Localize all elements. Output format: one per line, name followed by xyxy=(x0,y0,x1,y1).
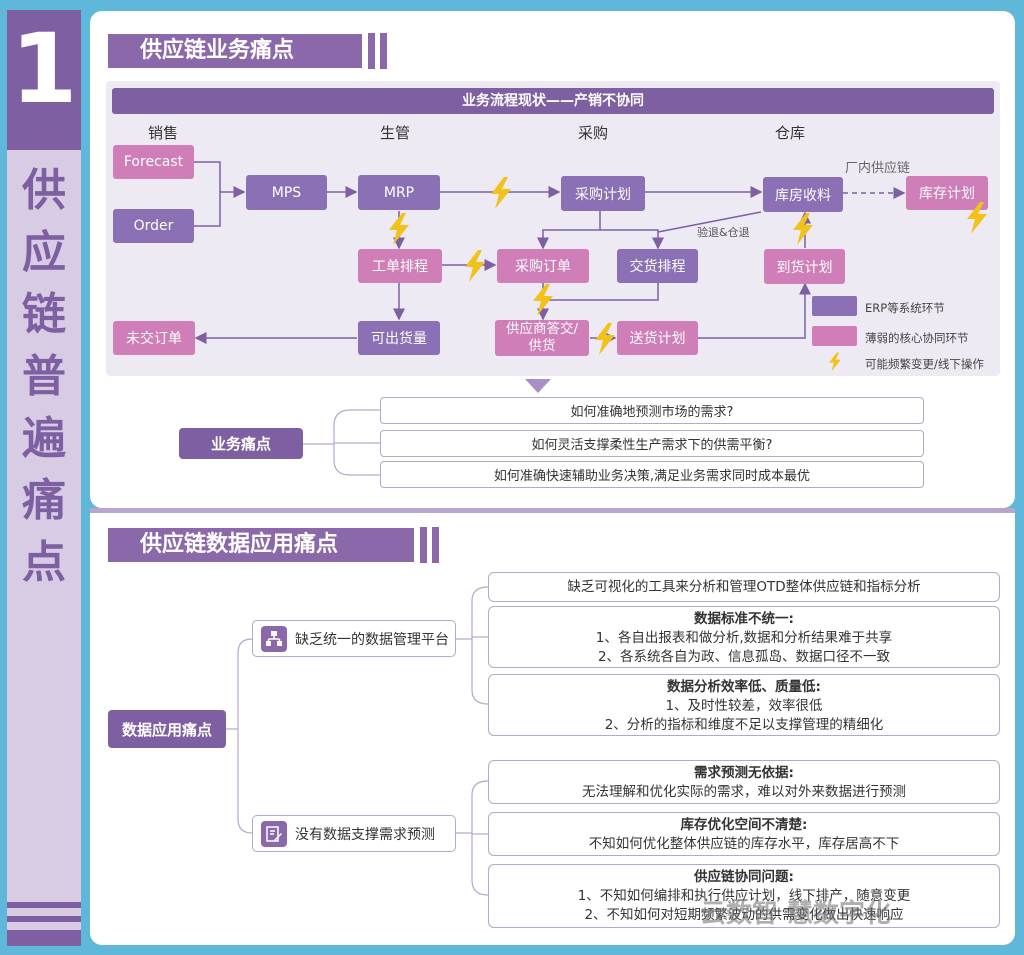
detail-box: 供应链协同问题: 1、不知如何编排和执行供应计划，线下排产，随意变更 2、不知如… xyxy=(488,864,1000,928)
detail-line: 不知如何优化整体供应链的库存水平，库存居高不下 xyxy=(588,836,900,852)
node-supplier-reply: 供应商答交/供货 xyxy=(495,320,589,356)
detail-title: 库存优化空间不清楚: xyxy=(680,817,808,833)
connector-line xyxy=(194,186,246,227)
sidebar-vertical-title: 供 应 链 普 遍 痛 点 xyxy=(7,160,81,594)
node-warehouse-receive: 库房收料 xyxy=(763,177,843,212)
detail-line: 2、分析的指标和维度不足以支撑管理的精细化 xyxy=(604,717,884,733)
lightning-icon xyxy=(533,284,553,316)
node-purchase-order: 采购订单 xyxy=(497,249,589,283)
flow-title: 业务流程现状——产销不协同 xyxy=(112,88,994,114)
sidebar-char: 应 xyxy=(22,227,66,278)
node-forecast: Forecast xyxy=(113,145,194,179)
title-tick xyxy=(420,527,427,563)
detail-line: 2、各系统各自为政、信息孤岛、数据口径不一致 xyxy=(597,649,891,665)
sidebar-bar xyxy=(7,916,81,922)
connector-line xyxy=(600,229,664,250)
branch-label: 没有数据支撑需求预测 xyxy=(295,826,435,843)
section2-title: 供应链数据应用痛点 xyxy=(108,528,414,562)
sidebar-char: 痛 xyxy=(22,475,66,526)
lightning-icon xyxy=(793,213,813,245)
node-mps: MPS xyxy=(246,175,327,210)
detail-title: 需求预测无依据: xyxy=(694,765,794,781)
node-delivery-schedule: 交货排程 xyxy=(617,249,698,283)
pain-question: 如何灵活支撑柔性生产需求下的供需平衡? xyxy=(380,430,924,457)
pain-question: 如何准确地预测市场的需求? xyxy=(380,397,924,424)
detail-title: 数据分析效率低、质量低: xyxy=(667,679,821,695)
detail-line: 1、及时性较差，效率很低 xyxy=(665,698,823,714)
factory-supply-label: 厂内供应链 xyxy=(845,161,911,176)
column-label-purchase: 采购 xyxy=(578,124,609,142)
detail-box: 数据标准不统一: 1、各自出报表和做分析,数据和分析结果难于共享 2、各系统各自… xyxy=(488,606,1000,668)
column-label-warehouse: 仓库 xyxy=(775,124,806,142)
sidebar: 1 供 应 链 普 遍 痛 点 xyxy=(7,10,81,946)
lightning-icon xyxy=(465,250,485,282)
detail-title: 数据标准不统一: xyxy=(694,611,794,627)
lightning-icon xyxy=(389,213,409,245)
legend-label-weak: 薄弱的核心协同环节 xyxy=(865,331,969,345)
branch-label: 缺乏统一的数据管理平台 xyxy=(295,631,449,648)
node-purchase-plan: 采购计划 xyxy=(561,176,645,211)
node-order: Order xyxy=(113,209,194,243)
node-work-schedule: 工单排程 xyxy=(358,249,442,283)
lightning-icon xyxy=(595,323,615,355)
detail-box: 缺乏可视化的工具来分析和管理OTD整体供应链和指标分析 xyxy=(488,572,1000,602)
sidebar-bar xyxy=(7,930,81,946)
node-delivery-plan: 送货计划 xyxy=(617,321,698,355)
detail-line: 2、不知如何对短期频繁波动的供需变化做出快速响应 xyxy=(584,907,904,923)
column-label-sales: 销售 xyxy=(148,124,179,142)
lightning-icon xyxy=(967,202,987,234)
connector-line xyxy=(537,211,601,250)
return-label: 验退&仓退 xyxy=(697,226,750,239)
detail-line: 1、不知如何编排和执行供应计划，线下排产，随意变更 xyxy=(577,888,911,904)
detail-box: 需求预测无依据: 无法理解和优化实际的需求，难以对外来数据进行预测 xyxy=(488,760,1000,804)
detail-line: 1、各自出报表和做分析,数据和分析结果难于共享 xyxy=(595,630,893,646)
connector-line xyxy=(194,161,221,192)
sidebar-char: 供 xyxy=(22,165,66,216)
node-arrival-plan: 到货计划 xyxy=(764,249,845,284)
detail-title: 供应链协同问题: xyxy=(694,869,794,885)
sidebar-char: 点 xyxy=(22,537,66,588)
node-mrp: MRP xyxy=(358,175,440,210)
sidebar-char: 普 xyxy=(22,351,66,402)
legend-swatch-weak xyxy=(812,326,857,346)
legend-label-erp: ERP等系统环节 xyxy=(865,301,945,315)
connector-line xyxy=(657,211,762,233)
down-chevron-icon xyxy=(525,379,551,393)
sidebar-strip xyxy=(7,140,81,150)
branch-data-platform: 缺乏统一的数据管理平台 xyxy=(252,620,456,657)
detail-line: 无法理解和优化实际的需求，难以对外来数据进行预测 xyxy=(582,784,906,800)
section-number: 1 xyxy=(7,10,81,140)
connector-line xyxy=(698,282,811,339)
detail-box: 库存优化空间不清楚: 不知如何优化整体供应链的库存水平，库存居高不下 xyxy=(488,812,1000,856)
branch-demand-forecast: 没有数据支撑需求预测 xyxy=(252,815,456,852)
legend-lightning-icon xyxy=(829,352,841,372)
detail-box: 数据分析效率低、质量低: 1、及时性较差，效率很低 2、分析的指标和维度不足以支… xyxy=(488,674,1000,736)
title-tick xyxy=(432,527,439,563)
node-inventory-plan: 库存计划 xyxy=(906,176,988,210)
title-tick xyxy=(380,33,387,69)
title-tick xyxy=(368,33,375,69)
node-unfulfilled-order: 未交订单 xyxy=(113,321,195,355)
pain-question: 如何准确快速辅助业务决策,满足业务需求同时成本最优 xyxy=(380,461,924,488)
legend-swatch-erp xyxy=(812,296,857,316)
connector-line xyxy=(543,283,659,301)
section-divider xyxy=(90,508,1015,513)
node-available-qty: 可出货量 xyxy=(358,321,440,355)
sidebar-char: 遍 xyxy=(22,413,66,464)
legend-label-change: 可能频繁变更/线下操作 xyxy=(865,357,984,371)
edit-note-icon xyxy=(261,820,287,847)
watermark: 云数智 慧数字化 xyxy=(700,899,892,929)
sidebar-bar xyxy=(7,902,81,908)
column-label-production: 生管 xyxy=(380,124,411,142)
sidebar-char: 链 xyxy=(22,289,66,340)
detail-line: 缺乏可视化的工具来分析和管理OTD整体供应链和指标分析 xyxy=(567,579,921,595)
data-pain-root: 数据应用痛点 xyxy=(108,710,226,748)
lightning-icon xyxy=(491,177,511,209)
section1-title: 供应链业务痛点 xyxy=(108,34,362,68)
hierarchy-icon xyxy=(261,625,287,652)
business-pain-label: 业务痛点 xyxy=(179,428,303,459)
